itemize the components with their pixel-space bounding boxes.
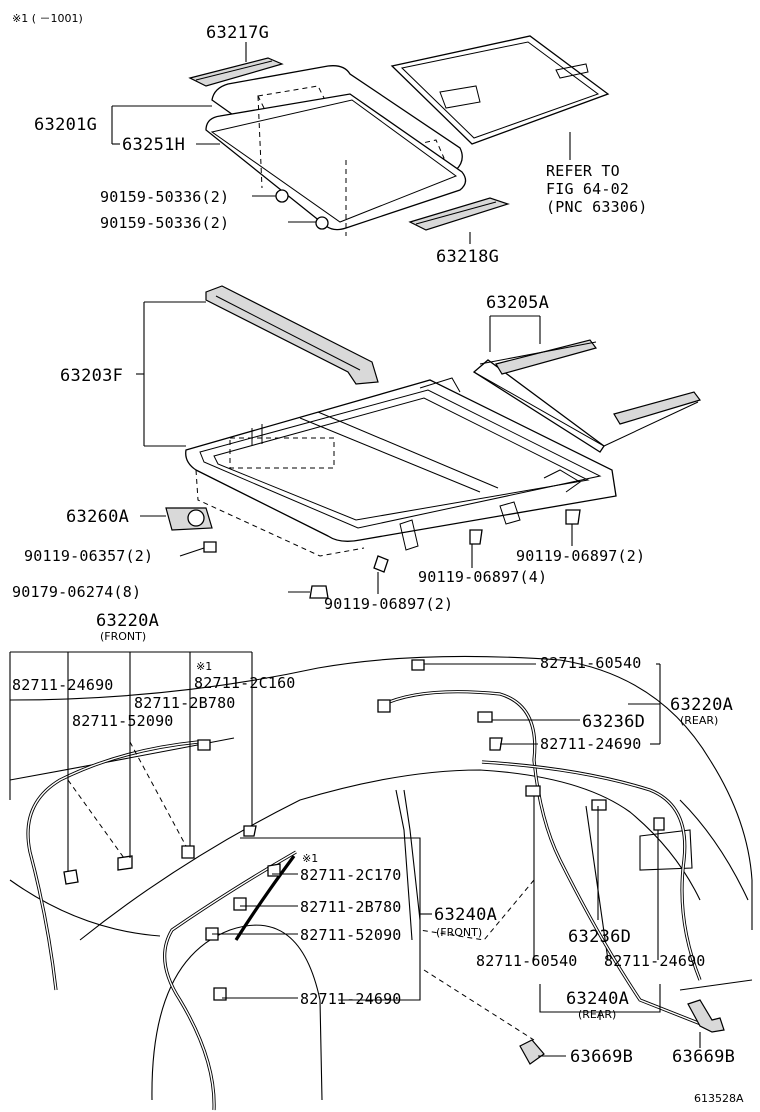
label-pf3: 82711-52090 bbox=[300, 926, 402, 944]
label-pf4: 82711-24690 bbox=[300, 990, 402, 1008]
part-63205a-rails bbox=[472, 339, 701, 453]
sunroof-housing-group: 63205A 63203F 63260A 90119-06357(2) 9011… bbox=[12, 285, 701, 613]
label-bolt-c: 90119-06897(4) bbox=[418, 568, 547, 586]
sunroof-glass-group: 63217G 63201G 63251H 90159-50336(2) 9015… bbox=[34, 23, 648, 267]
part-63217g bbox=[188, 57, 284, 87]
part-63203f-frame bbox=[185, 377, 617, 557]
part-63218g bbox=[408, 197, 510, 231]
label-63201g: 63201G bbox=[34, 115, 97, 135]
label-bolt-b: 90119-06897(2) bbox=[516, 547, 645, 565]
label-pr2: 82711-24690 bbox=[604, 952, 706, 970]
label-63217g: 63217G bbox=[206, 23, 269, 43]
label-63203f: 63203F bbox=[60, 366, 123, 386]
label-63205a: 63205A bbox=[486, 293, 549, 313]
part-63251h-seal bbox=[205, 93, 467, 231]
label-clip-1: 90159-50336(2) bbox=[100, 188, 229, 206]
rear-drain-hose bbox=[379, 690, 717, 1032]
label-63218g: 63218G bbox=[436, 247, 499, 267]
label-front-hose: 63220A bbox=[96, 611, 159, 631]
label-bolt-d: 90119-06897(2) bbox=[324, 595, 453, 613]
label-pillar-front: 63240A bbox=[434, 905, 497, 925]
label-rear-hose-sub: (REAR) bbox=[680, 714, 718, 727]
figure-id: 613528A bbox=[694, 1092, 744, 1105]
footnote-range: ※1 ( －1001) bbox=[12, 12, 83, 25]
label-63251h: 63251H bbox=[122, 135, 185, 155]
drain-valve-icon bbox=[519, 999, 725, 1065]
label-front-hose-sub: (FRONT) bbox=[100, 630, 146, 643]
label-pf1: 82711-2C170 bbox=[300, 866, 402, 884]
front-rail-piece bbox=[205, 285, 379, 385]
sunshade-panel bbox=[390, 35, 610, 145]
label-bolt-a: 90119-06357(2) bbox=[24, 547, 153, 565]
clip-icon bbox=[257, 95, 347, 236]
label-rear-c1: 82711-60540 bbox=[540, 654, 642, 672]
label-grommet-a: 63236D bbox=[582, 712, 645, 732]
refer-line-3: (PNC 63306) bbox=[546, 198, 648, 216]
label-rear-c2: 82711-24690 bbox=[540, 735, 642, 753]
label-valve-a: 63669B bbox=[570, 1047, 633, 1067]
label-f2-mark: ※1 bbox=[196, 660, 212, 673]
label-pf-mark: ※1 bbox=[302, 852, 318, 865]
refer-line-2: FIG 64-02 bbox=[546, 180, 629, 198]
label-f4: 82711-52090 bbox=[72, 712, 174, 730]
label-pf2: 82711-2B780 bbox=[300, 898, 402, 916]
label-nut: 90179-06274(8) bbox=[12, 583, 141, 601]
refer-line-1: REFER TO bbox=[546, 162, 620, 180]
part-63260a-motor bbox=[165, 507, 213, 531]
bolt-icon bbox=[203, 509, 581, 599]
car-body-outline bbox=[9, 655, 753, 1101]
label-rear-hose: 63220A bbox=[670, 695, 733, 715]
label-f1: 82711-24690 bbox=[12, 676, 114, 694]
front-drain-hose bbox=[26, 740, 297, 1111]
label-f3: 82711-2B780 bbox=[134, 694, 236, 712]
label-pr1: 82711-60540 bbox=[476, 952, 578, 970]
label-63260a: 63260A bbox=[66, 507, 129, 527]
label-pillar-rear: 63240A bbox=[566, 989, 629, 1009]
drain-hose-group: 63220A (FRONT) 82711-24690 ※1 82711-2C16… bbox=[9, 611, 753, 1111]
label-f2: 82711-2C160 bbox=[194, 674, 296, 692]
label-grommet-b: 63236D bbox=[568, 927, 631, 947]
label-clip-2: 90159-50336(2) bbox=[100, 214, 229, 232]
label-pillar-rear-sub: (REAR) bbox=[578, 1008, 616, 1021]
label-pillar-front-sub: (FRONT) bbox=[436, 926, 482, 939]
label-valve-b: 63669B bbox=[672, 1047, 735, 1067]
